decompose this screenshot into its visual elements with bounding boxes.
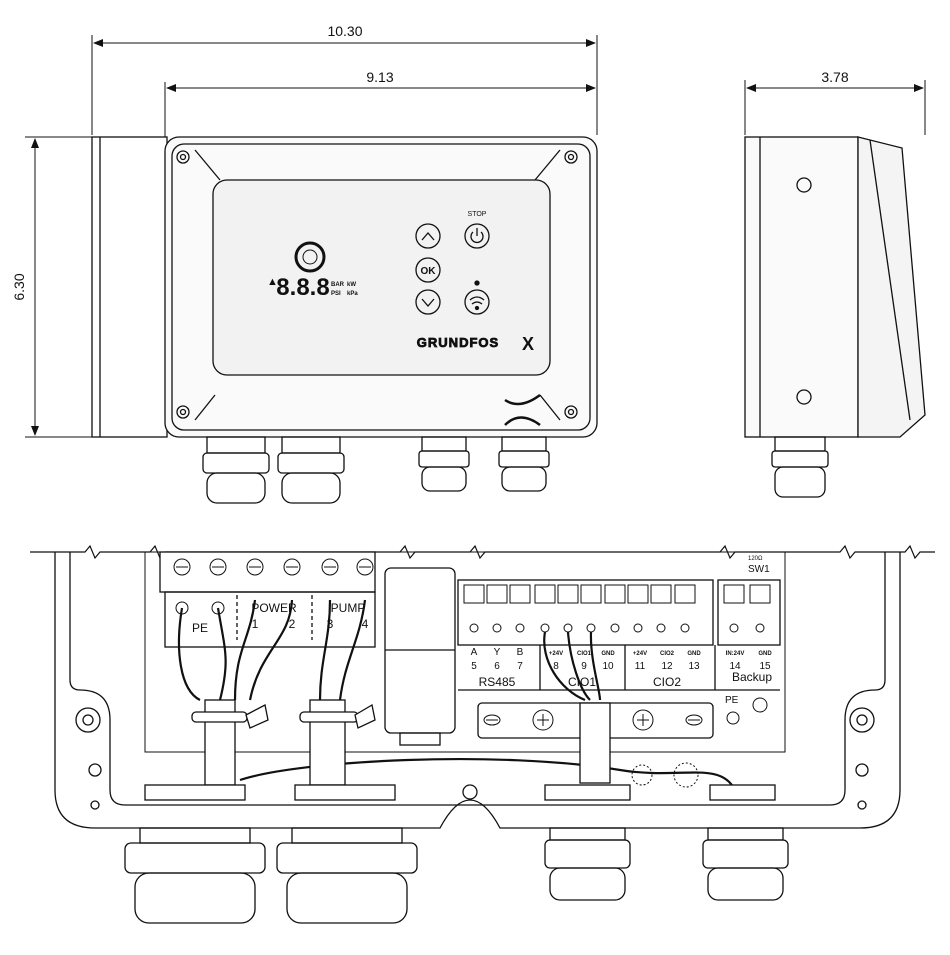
num-8: 8 bbox=[553, 661, 559, 672]
terminal-2: 2 bbox=[289, 617, 296, 631]
num-12: 12 bbox=[661, 661, 673, 672]
pe-right-label: PE bbox=[725, 695, 739, 706]
pe-label: PE bbox=[192, 621, 208, 635]
backup-label: Backup bbox=[732, 670, 772, 684]
unit-psi: PSI bbox=[331, 291, 341, 297]
dim-height: 6.30 bbox=[11, 273, 27, 300]
num-13: 13 bbox=[688, 661, 700, 672]
sig-b: B bbox=[517, 647, 524, 658]
interior-view bbox=[30, 544, 935, 924]
unit-kpa: kPa bbox=[347, 291, 358, 297]
arrow-up-glyph: ▲ bbox=[267, 276, 278, 288]
terminal-3: 3 bbox=[327, 617, 334, 631]
cio1-terminal: CIO1 bbox=[577, 651, 592, 657]
gnd-2: GND bbox=[687, 651, 701, 657]
brand-logo: GRUNDFOS bbox=[417, 335, 499, 350]
cio1-group-label: CIO1 bbox=[568, 675, 596, 689]
plus24-1: +24V bbox=[549, 651, 563, 657]
unit-kw: kW bbox=[347, 282, 356, 288]
pump-label: PUMP bbox=[331, 601, 366, 615]
sig-a: A bbox=[471, 647, 478, 658]
side-view bbox=[744, 136, 926, 498]
cio2-terminal: CIO2 bbox=[660, 651, 675, 657]
in24: IN:24V bbox=[726, 651, 745, 657]
num-9: 9 bbox=[581, 661, 587, 672]
dim-overall-width: 10.30 bbox=[327, 23, 362, 39]
lcd-digits: 8.8.8 bbox=[276, 274, 329, 301]
front-view bbox=[91, 136, 598, 504]
terminal-1: 1 bbox=[252, 617, 259, 631]
num-6: 6 bbox=[494, 661, 500, 672]
sig-y: Y bbox=[494, 647, 501, 658]
switch-name-label: SW1 bbox=[748, 564, 770, 575]
num-11: 11 bbox=[635, 661, 646, 672]
stop-label: STOP bbox=[468, 211, 487, 218]
num-10: 10 bbox=[602, 661, 614, 672]
cio2-group-label: CIO2 bbox=[653, 675, 681, 689]
ok-button-label: OK bbox=[421, 266, 437, 277]
num-5: 5 bbox=[471, 661, 477, 672]
unit-bar: BAR bbox=[331, 282, 345, 288]
num-7: 7 bbox=[517, 661, 523, 672]
dim-depth: 3.78 bbox=[821, 69, 848, 85]
switch-resistance-label: 120Ω bbox=[748, 556, 763, 562]
num-15: 15 bbox=[759, 661, 771, 672]
terminal-4: 4 bbox=[362, 617, 369, 631]
power-label: POWER bbox=[251, 601, 297, 615]
rs485-label: RS485 bbox=[479, 675, 516, 689]
plus24-2: +24V bbox=[633, 651, 647, 657]
brand-x-icon: X bbox=[522, 334, 534, 354]
gnd-3: GND bbox=[758, 651, 772, 657]
gnd-1: GND bbox=[601, 651, 615, 657]
num-14: 14 bbox=[729, 661, 741, 672]
dim-body-width: 9.13 bbox=[366, 69, 393, 85]
